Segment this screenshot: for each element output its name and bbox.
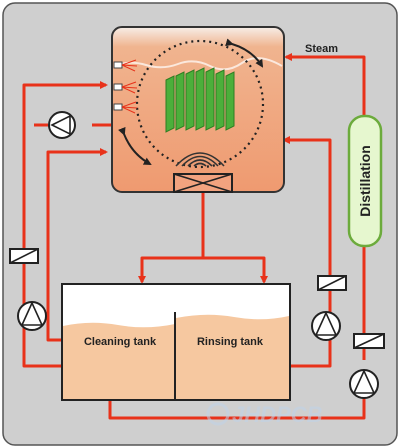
pump-icon-rinse (311, 311, 341, 341)
pump-icon-recirculation (48, 111, 76, 139)
steam-label: Steam (305, 43, 338, 55)
valve-icon-distillation (353, 333, 385, 349)
spray-nozzle-icon (113, 59, 138, 114)
parts-rack (165, 67, 235, 133)
pump-icon-distillation (349, 369, 379, 399)
distillation-column (347, 114, 383, 248)
pipe-bottom (108, 398, 366, 420)
ultrasonic-wave-icon (175, 152, 225, 167)
rinsing-tank-label: Rinsing tank (197, 336, 264, 348)
valve-icon-rinse (317, 275, 347, 291)
transducer-valve (173, 173, 233, 193)
distillation-label: Distillation (357, 145, 373, 217)
valve-icon-left (9, 248, 39, 264)
rotation-arrow-icon (118, 38, 264, 165)
rotation-path (135, 39, 265, 169)
watermark-text: JHDPCB (232, 402, 323, 427)
cleaning-tank-label: Cleaning tank (84, 336, 157, 348)
rinsing-tank-liquid (176, 314, 289, 399)
watermark-logo: JHDPCB (206, 402, 323, 427)
cleaning-tank-liquid (63, 322, 175, 399)
pipe-left-inner (46, 148, 108, 342)
pipes (22, 53, 366, 420)
pipe-rinse-return (282, 136, 332, 368)
pump-icon-left (17, 301, 47, 331)
pipe-left-outer (22, 81, 108, 368)
pipe-steam (284, 53, 366, 116)
